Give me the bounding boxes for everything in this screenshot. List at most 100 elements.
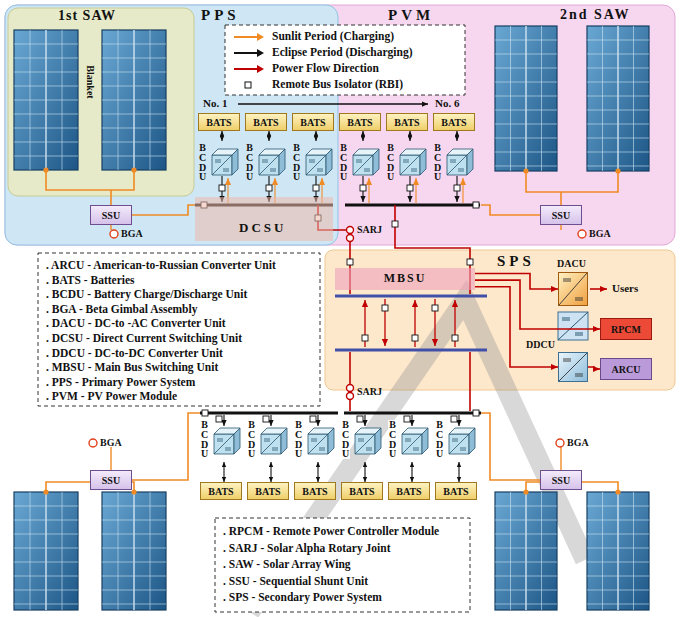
abbreviation-line: . SAW - Solar Array Wing bbox=[223, 558, 351, 571]
converter-cube bbox=[212, 149, 238, 175]
bga-symbol bbox=[110, 230, 118, 238]
converter-symbol bbox=[559, 273, 587, 305]
node-label: BATS bbox=[443, 486, 468, 497]
node-label: PVM bbox=[388, 8, 434, 23]
dc-bus bbox=[344, 412, 481, 415]
legend-label: Remote Bus Isolator (RBI) bbox=[272, 78, 403, 91]
battery-box: BATS bbox=[339, 113, 381, 131]
abbreviation-line: . BCDU - Battery Charge/Discharge Unit bbox=[46, 288, 247, 301]
charge-connector bbox=[456, 131, 457, 141]
bcdu-unit: BCDU bbox=[386, 141, 428, 185]
rbi-symbol bbox=[310, 416, 316, 422]
converter-cube bbox=[214, 428, 240, 454]
battery-box: BATS bbox=[435, 482, 477, 500]
pvm-ground bbox=[5, 5, 675, 245]
node-label: ARCU bbox=[612, 364, 641, 375]
battery-box: BATS bbox=[200, 482, 242, 500]
converter-cube bbox=[400, 149, 426, 175]
ssu-box: SSU bbox=[90, 205, 132, 225]
charge-connector bbox=[409, 131, 410, 141]
rbi-symbol bbox=[473, 202, 479, 208]
node-label: DCSU bbox=[239, 221, 286, 234]
converter-symbol bbox=[559, 353, 587, 381]
wire bbox=[110, 447, 111, 470]
charge-connector bbox=[268, 131, 269, 141]
wing-label: 2nd SAW bbox=[560, 7, 630, 22]
bga-label: BGA bbox=[589, 228, 611, 239]
abbreviation-line: . PPS - Primary Power System bbox=[46, 376, 195, 389]
rbi-symbol bbox=[263, 416, 269, 422]
node-label: SSU bbox=[552, 210, 570, 221]
wire bbox=[349, 400, 351, 411]
abbreviation-line: . SSU - Sequential Shunt Unit bbox=[223, 575, 368, 588]
converter-cube bbox=[259, 149, 285, 175]
wire bbox=[132, 205, 196, 215]
node-label: MBSU bbox=[384, 272, 427, 285]
abbreviation-line: . BGA - Beta Gimbal Assembly bbox=[46, 303, 197, 316]
node-label: PPS bbox=[201, 8, 240, 23]
bga-symbol bbox=[556, 439, 564, 447]
bga-symbol bbox=[578, 230, 586, 238]
charge-connector bbox=[362, 131, 363, 141]
battery-box: BATS bbox=[292, 113, 334, 131]
legend-row: Eclipse Period (Discharging) bbox=[232, 45, 413, 60]
node-label: BCDU bbox=[433, 143, 442, 182]
legend-swatch bbox=[232, 31, 266, 43]
battery-box: BATS bbox=[433, 113, 475, 131]
solar-panel bbox=[14, 30, 78, 170]
wire bbox=[349, 352, 351, 384]
wire bbox=[411, 415, 412, 426]
node-label: BATS bbox=[302, 486, 327, 497]
joint-dot bbox=[615, 489, 620, 494]
sarj-symbol bbox=[347, 235, 354, 242]
converter-box: DDCU bbox=[558, 352, 588, 382]
bcdu-unit: BCDU bbox=[198, 141, 240, 185]
joint-dot bbox=[131, 489, 136, 494]
wire bbox=[223, 415, 224, 426]
wire bbox=[46, 482, 90, 492]
battery-box: BATS bbox=[294, 482, 336, 500]
rbi-symbol bbox=[360, 185, 366, 191]
charge-connector bbox=[270, 462, 271, 482]
charge-connector bbox=[317, 462, 318, 482]
battery-box: BATS bbox=[245, 113, 287, 131]
bcdu-unit: BCDU bbox=[247, 418, 289, 462]
node-label: BCDU bbox=[247, 420, 256, 459]
node-label: BCDU bbox=[292, 143, 301, 182]
wire bbox=[317, 415, 318, 426]
bcdu-unit: BCDU bbox=[341, 418, 383, 462]
rbi-symbol bbox=[412, 335, 418, 341]
unit-number: No. 6 bbox=[435, 97, 459, 109]
wire bbox=[560, 447, 561, 470]
power-connector bbox=[475, 287, 558, 367]
wire bbox=[462, 178, 463, 203]
legend-box bbox=[225, 25, 465, 95]
order-arrow bbox=[238, 103, 428, 104]
wire bbox=[132, 413, 200, 480]
node-label: BCDU bbox=[200, 420, 209, 459]
node-label: DACU bbox=[557, 259, 586, 269]
bcdu-unit: BCDU bbox=[339, 141, 381, 185]
solar-panel bbox=[495, 492, 557, 610]
node-label: BCDU bbox=[245, 143, 254, 182]
joint-dot bbox=[43, 167, 48, 172]
node-label: BATS bbox=[255, 486, 280, 497]
charge-connector bbox=[221, 131, 222, 141]
node-label: SSU bbox=[552, 475, 570, 486]
bcdu-unit: BCDU bbox=[433, 141, 475, 185]
wire bbox=[590, 288, 607, 290]
node-label: BCDU bbox=[388, 420, 397, 459]
bcdu-unit: BCDU bbox=[294, 418, 336, 462]
wing-region: 1st SAW bbox=[8, 8, 194, 196]
bcdu-unit: BCDU bbox=[388, 418, 430, 462]
node-label: RPCM bbox=[611, 324, 641, 335]
node-label: BATS bbox=[394, 117, 419, 128]
wire bbox=[415, 178, 416, 203]
sarj-label: SARJ bbox=[357, 224, 382, 235]
converter-cube bbox=[306, 149, 332, 175]
wire bbox=[481, 413, 540, 480]
rbi-symbol bbox=[313, 185, 319, 191]
wire bbox=[526, 171, 618, 192]
charge-connector bbox=[458, 462, 459, 482]
abbreviation-box bbox=[215, 518, 470, 612]
